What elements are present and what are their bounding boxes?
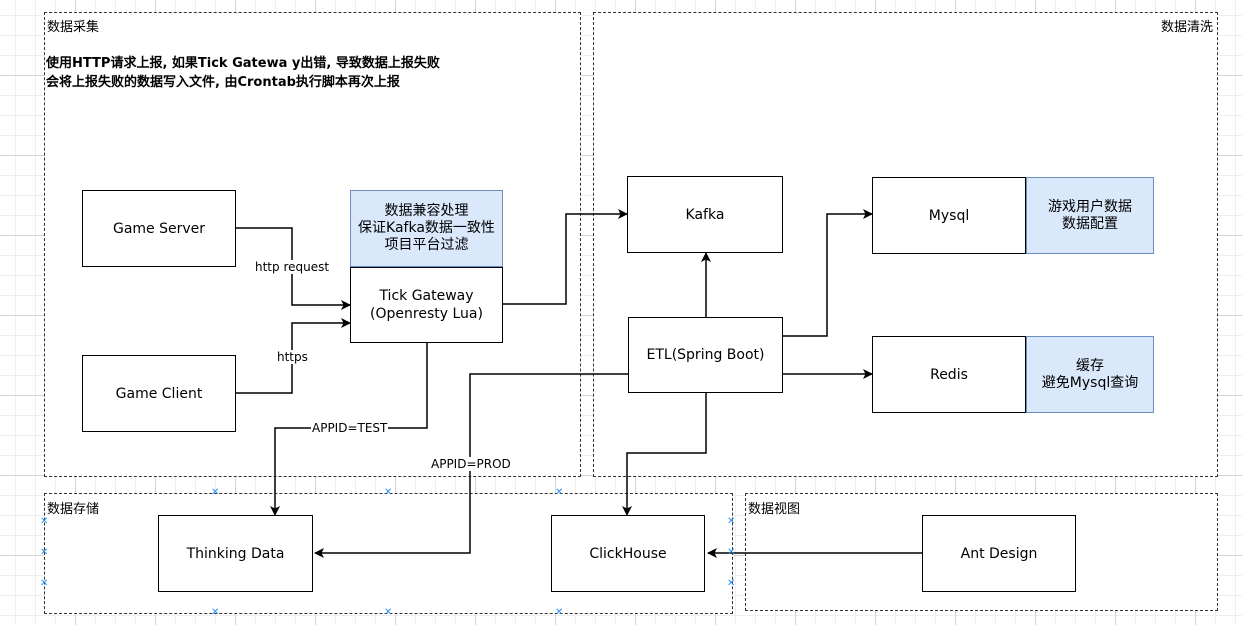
resize-handle-icon[interactable]: ✕ <box>384 607 393 618</box>
group-label-view: 数据视图 <box>748 502 801 517</box>
gateway-note-line-2: 保证Kafka数据一致性 <box>358 220 495 236</box>
redis-note-line-2: 避免Mysql查询 <box>1041 374 1139 391</box>
node-game-client[interactable]: Game Client <box>82 355 236 432</box>
node-ant-design[interactable]: Ant Design <box>922 515 1076 592</box>
node-game-server[interactable]: Game Server <box>82 190 236 267</box>
node-clickhouse[interactable]: ClickHouse <box>551 515 705 592</box>
tick-gateway-label-1: Tick Gateway <box>379 288 474 304</box>
edge-label-https: https <box>276 350 309 364</box>
edge-label-appid-prod: APPID=PROD <box>430 457 512 471</box>
resize-handle-icon[interactable]: ✕ <box>40 578 49 589</box>
resize-handle-icon[interactable]: ✕ <box>727 516 736 527</box>
node-redis[interactable]: Redis <box>872 336 1026 413</box>
node-mysql[interactable]: Mysql <box>872 177 1026 254</box>
resize-handle-icon[interactable]: ✕ <box>555 487 564 498</box>
mysql-note-line-2: 数据配置 <box>1062 215 1118 232</box>
retry-note-line-2: 会将上报失败的数据写入文件, 由Crontab执行脚本再次上报 <box>46 75 400 90</box>
node-tick-gateway[interactable]: Tick Gateway (Openresty Lua) <box>350 267 503 343</box>
group-label-collection: 数据采集 <box>47 20 100 35</box>
group-label-cleaning: 数据清洗 <box>1160 20 1213 35</box>
resize-handle-icon[interactable]: ✕ <box>211 487 220 498</box>
node-redis-note[interactable]: 缓存 避免Mysql查询 <box>1026 336 1154 413</box>
resize-handle-icon[interactable]: ✕ <box>727 578 736 589</box>
resize-handle-icon[interactable]: ✕ <box>555 607 564 618</box>
resize-handle-icon[interactable]: ✕ <box>211 607 220 618</box>
node-game-client-label: Game Client <box>115 385 203 402</box>
edge-etl-clickhouse <box>622 393 707 516</box>
node-kafka[interactable]: Kafka <box>627 176 783 253</box>
node-mysql-note[interactable]: 游戏用户数据 数据配置 <box>1026 177 1154 254</box>
redis-note-line-1: 缓存 <box>1076 357 1104 374</box>
tick-gateway-label-2: (Openresty Lua) <box>370 306 483 322</box>
edge-gateway-kafka <box>503 209 628 305</box>
node-kafka-label: Kafka <box>685 206 725 223</box>
edge-etl-mysql <box>783 209 873 337</box>
node-gateway-note[interactable]: 数据兼容处理 保证Kafka数据一致性 项目平台过滤 <box>350 190 503 267</box>
edge-label-appid-test: APPID=TEST <box>311 421 389 435</box>
node-mysql-label: Mysql <box>928 207 970 224</box>
edge-label-http-request: http request <box>254 260 331 274</box>
group-label-storage: 数据存储 <box>47 502 100 517</box>
mysql-note-line-1: 游戏用户数据 <box>1048 198 1132 215</box>
gateway-note-line-3: 项目平台过滤 <box>384 237 469 253</box>
retry-note-line-1: 使用HTTP请求上报, 如果Tick Gatewa y出错, 导致数据上报失败 <box>46 56 440 71</box>
node-etl[interactable]: ETL(Spring Boot) <box>628 317 783 393</box>
gateway-note-line-1: 数据兼容处理 <box>384 203 469 219</box>
node-thinking-data[interactable]: Thinking Data <box>158 515 313 592</box>
resize-handle-icon[interactable]: ✕ <box>40 516 49 527</box>
node-thinking-data-label: Thinking Data <box>186 545 285 562</box>
resize-handle-icon[interactable]: ✕ <box>40 547 49 558</box>
node-etl-label: ETL(Spring Boot) <box>646 347 765 363</box>
node-game-server-label: Game Server <box>112 220 206 237</box>
resize-handle-icon[interactable]: ✕ <box>727 547 736 558</box>
node-redis-label: Redis <box>930 366 968 383</box>
node-clickhouse-label: ClickHouse <box>589 545 667 562</box>
resize-handle-icon[interactable]: ✕ <box>384 487 393 498</box>
node-ant-design-label: Ant Design <box>960 545 1038 562</box>
